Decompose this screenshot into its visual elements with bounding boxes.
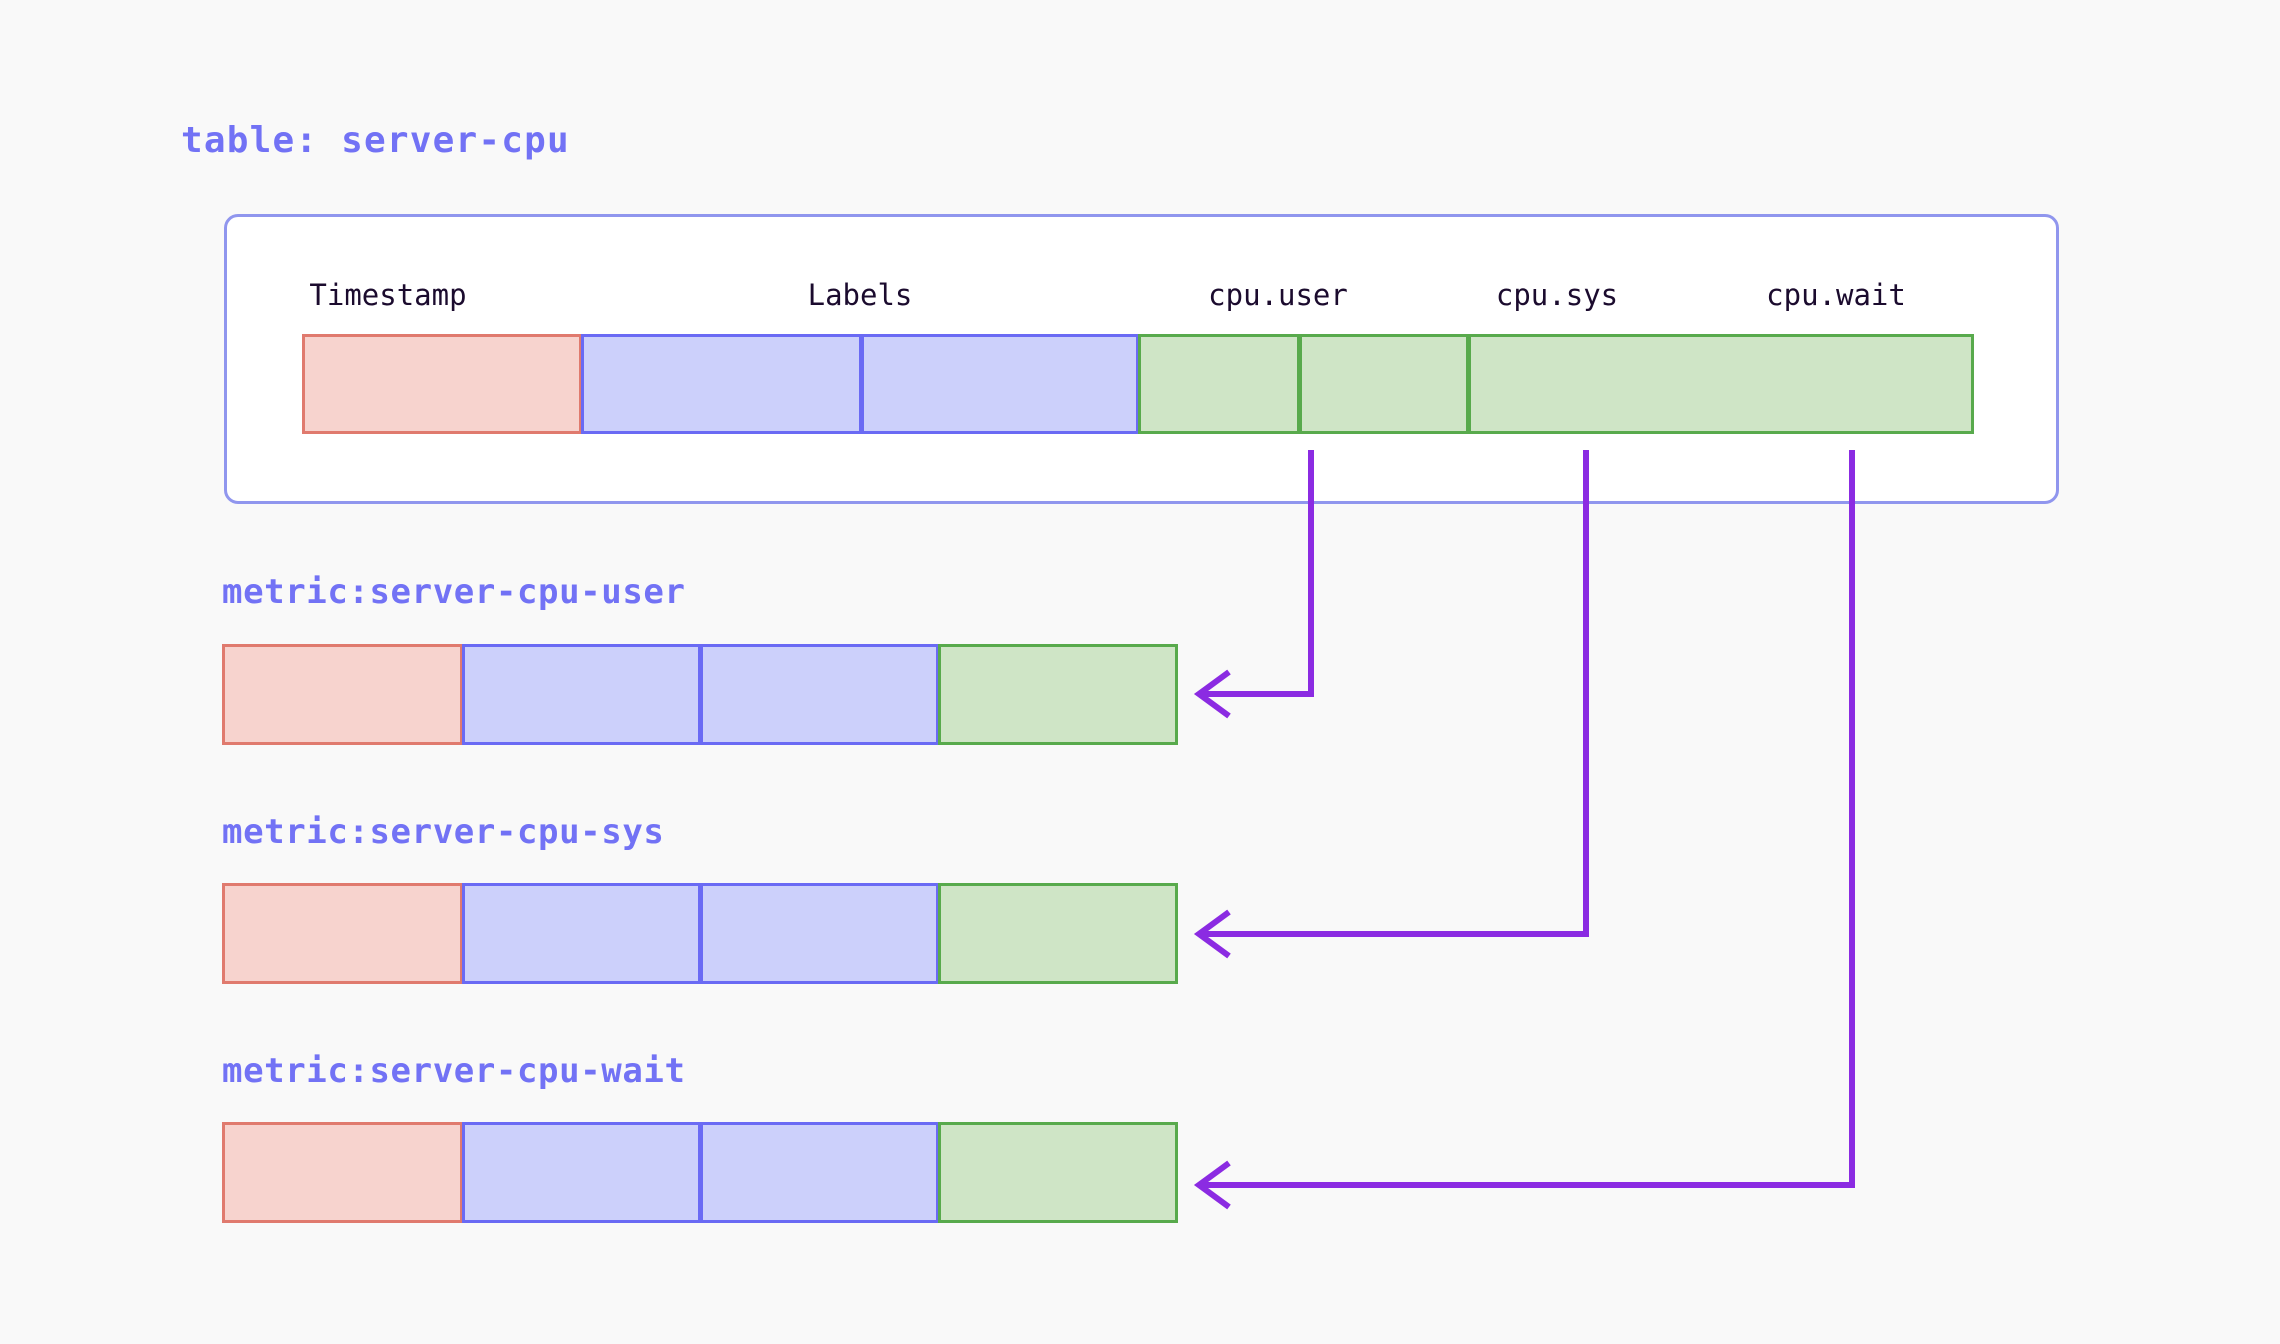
cpu-sys-to-metric bbox=[1193, 450, 1589, 959]
metric-0-cell-green-3 bbox=[938, 644, 1178, 745]
metric-2-cell-blue-2 bbox=[700, 1122, 939, 1223]
metric-1-cell-blue-1 bbox=[462, 883, 701, 984]
column-header-cpu-user: cpu.user bbox=[1208, 278, 1348, 312]
arrow-head-icon bbox=[1193, 1160, 1231, 1210]
table-cell-green-5 bbox=[1468, 334, 1974, 434]
table-title: table: server-cpu bbox=[181, 120, 570, 161]
table-cell-blue-2 bbox=[861, 334, 1139, 434]
metric-title-0: metric:server-cpu-user bbox=[222, 572, 686, 612]
column-header-labels: Labels bbox=[807, 278, 913, 312]
table-cell-green-4 bbox=[1299, 334, 1469, 434]
metric-2-cell-green-3 bbox=[938, 1122, 1178, 1223]
column-header-cpu-wait: cpu.wait bbox=[1766, 278, 1906, 312]
column-header-timestamp: Timestamp bbox=[309, 278, 467, 312]
metric-1-cell-blue-2 bbox=[700, 883, 939, 984]
metric-0-cell-blue-2 bbox=[700, 644, 939, 745]
table-cell-pink-0 bbox=[302, 334, 582, 434]
metric-2-cell-pink-0 bbox=[222, 1122, 463, 1223]
metric-title-2: metric:server-cpu-wait bbox=[222, 1051, 686, 1091]
metric-1-cell-green-3 bbox=[938, 883, 1178, 984]
metric-0-cell-blue-1 bbox=[462, 644, 701, 745]
cpu-wait-to-metric bbox=[1193, 450, 1855, 1210]
column-header-cpu-sys: cpu.sys bbox=[1495, 278, 1619, 312]
arrow-head-icon bbox=[1193, 909, 1231, 959]
metric-title-1: metric:server-cpu-sys bbox=[222, 812, 665, 852]
arrow-head-icon bbox=[1193, 669, 1231, 719]
metric-1-cell-pink-0 bbox=[222, 883, 463, 984]
table-cell-blue-1 bbox=[581, 334, 862, 434]
table-cell-green-3 bbox=[1138, 334, 1300, 434]
metric-0-cell-pink-0 bbox=[222, 644, 463, 745]
metric-2-cell-blue-1 bbox=[462, 1122, 701, 1223]
